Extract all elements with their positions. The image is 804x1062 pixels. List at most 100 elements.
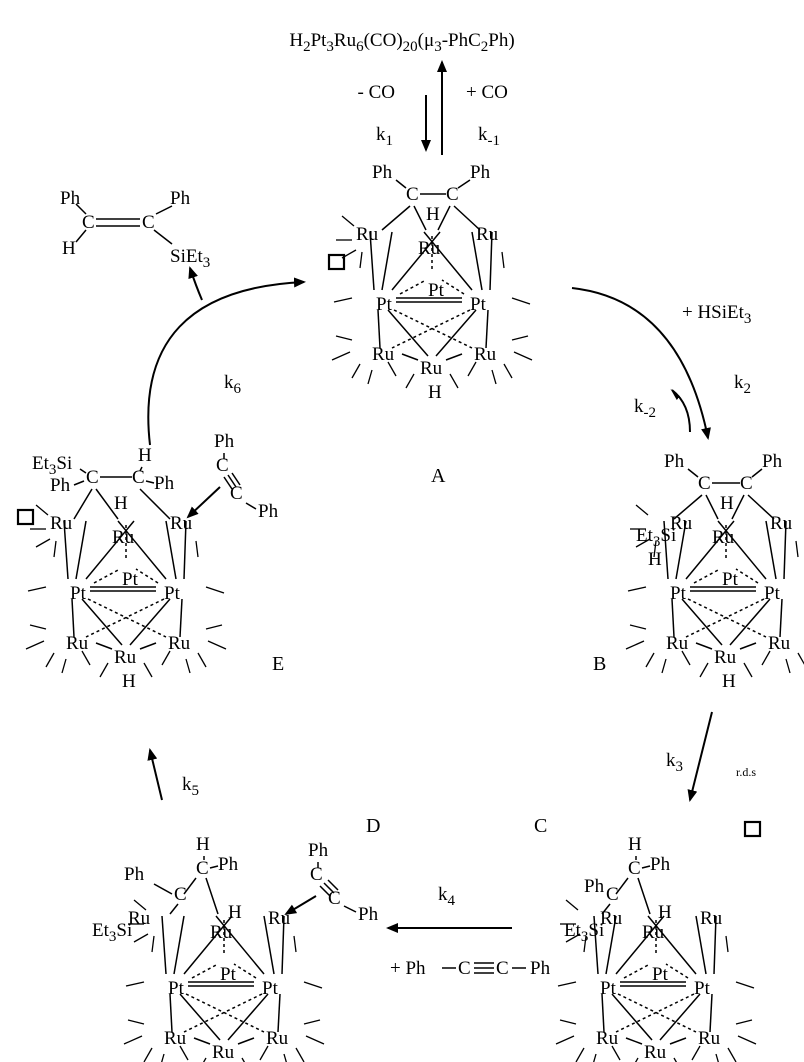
svg-text:C: C <box>132 467 145 488</box>
vacant-site-A <box>327 253 346 271</box>
cluster-B: Ph Ph C C H Et3Si Ru Ru Ru H Pt Pt Pt Ru… <box>625 451 804 692</box>
svg-text:Ru: Ru <box>128 908 151 929</box>
cluster-C: H Ph C Ph C H Et3Si Ru Ru Ru Pt Pt Pt Ru… <box>555 834 757 1062</box>
svg-text:Pt: Pt <box>428 280 445 301</box>
svg-text:C: C <box>328 888 341 909</box>
vinylsilane-product: Ph Ph C C H SiEt3 <box>60 188 210 271</box>
svg-text:C: C <box>310 864 323 885</box>
svg-text:H2Pt3Ru6(CO)20(μ3-PhC2Ph): H2Pt3Ru6(CO)20(μ3-PhC2Ph) <box>289 30 514 55</box>
svg-text:Ph: Ph <box>60 188 81 209</box>
svg-text:Ru: Ru <box>210 922 233 943</box>
arrow-D-to-E <box>147 748 163 801</box>
k5-label: k5 <box>182 774 199 799</box>
arrow-A-to-B <box>571 287 711 440</box>
svg-text:H: H <box>720 493 734 514</box>
label-C: C <box>534 815 547 837</box>
svg-text:Ph: Ph <box>124 864 145 885</box>
k3-label: k3 <box>666 750 683 775</box>
svg-text:Ph: Ph <box>214 431 235 452</box>
svg-text:Pt: Pt <box>694 978 711 999</box>
svg-text:Pt: Pt <box>376 294 393 315</box>
svg-text:H: H <box>114 493 128 514</box>
top-formula: H2Pt3Ru6(CO)20(μ3-PhC2Ph) <box>289 30 514 55</box>
k4-label: k4 <box>438 884 456 909</box>
svg-text:Pt: Pt <box>600 978 617 999</box>
svg-text:Ph: Ph <box>664 451 685 472</box>
cluster-A: Ph Ph C C H Ru Ru Ru Pt Pt Pt Ru Ru Ru H <box>331 162 533 403</box>
svg-text:H: H <box>122 671 136 692</box>
svg-text:C: C <box>406 184 419 205</box>
k6-label: k6 <box>224 372 242 397</box>
label-D: D <box>366 815 380 837</box>
svg-text:Ru: Ru <box>164 1028 187 1049</box>
svg-text:Ru: Ru <box>698 1028 721 1049</box>
svg-text:C: C <box>606 884 619 905</box>
svg-text:Pt: Pt <box>470 294 487 315</box>
svg-text:C: C <box>496 958 509 979</box>
svg-text:Ru: Ru <box>600 908 623 929</box>
k1-label: k1 <box>376 124 393 149</box>
svg-text:Ru: Ru <box>712 527 735 548</box>
plus-hsiet3-label: + HSiEt3 <box>682 302 751 327</box>
arrow-B-to-A-reverse <box>670 388 691 433</box>
svg-text:C: C <box>196 858 209 879</box>
svg-text:SiEt3: SiEt3 <box>170 246 210 271</box>
svg-text:Ru: Ru <box>212 1042 235 1062</box>
svg-text:Pt: Pt <box>168 978 185 999</box>
svg-text:Ph: Ph <box>762 451 783 472</box>
svg-text:C: C <box>628 858 641 879</box>
svg-text:H: H <box>228 902 242 923</box>
svg-text:Ru: Ru <box>714 647 737 668</box>
km2-label: k-2 <box>634 396 656 421</box>
svg-text:C: C <box>230 483 243 504</box>
svg-text:Ru: Ru <box>268 908 291 929</box>
svg-text:Ph: Ph <box>358 904 379 925</box>
svg-text:Ru: Ru <box>768 633 791 654</box>
svg-text:Ru: Ru <box>644 1042 667 1062</box>
svg-text:C: C <box>142 212 155 233</box>
svg-text:Pt: Pt <box>262 978 279 999</box>
svg-text:Ru: Ru <box>266 1028 289 1049</box>
svg-text:C: C <box>740 473 753 494</box>
svg-text:Ru: Ru <box>112 527 135 548</box>
svg-text:Ph: Ph <box>50 475 71 496</box>
svg-text:H: H <box>428 382 442 403</box>
svg-text:Ru: Ru <box>670 513 693 534</box>
svg-text:Ph: Ph <box>650 854 671 875</box>
svg-text:Ru: Ru <box>666 633 689 654</box>
svg-text:H: H <box>658 902 672 923</box>
svg-text:Ru: Ru <box>474 344 497 365</box>
svg-text:Ph: Ph <box>470 162 491 183</box>
product-release-arrow <box>188 266 203 301</box>
svg-text:Ph: Ph <box>258 501 279 522</box>
svg-text:Et3Si: Et3Si <box>32 453 72 478</box>
svg-text:Ph: Ph <box>218 854 239 875</box>
svg-text:Ru: Ru <box>66 633 89 654</box>
svg-text:H: H <box>196 834 210 855</box>
svg-text:Pt: Pt <box>70 583 87 604</box>
arrow-B-to-C <box>687 711 713 802</box>
svg-text:Pt: Pt <box>122 569 139 590</box>
svg-text:H: H <box>138 445 152 466</box>
plus-co-label: + CO <box>466 82 508 103</box>
svg-text:Ru: Ru <box>596 1028 619 1049</box>
svg-text:+ Ph: + Ph <box>390 958 426 979</box>
svg-text:H: H <box>628 834 642 855</box>
arrow-E-to-A <box>147 277 306 446</box>
svg-text:Et3Si: Et3Si <box>636 525 676 550</box>
svg-text:Et3Si: Et3Si <box>92 920 132 945</box>
svg-text:Ph: Ph <box>170 188 191 209</box>
svg-text:Ru: Ru <box>420 358 443 379</box>
km1-label: k-1 <box>478 124 500 149</box>
minus-co-label: - CO <box>358 82 395 103</box>
svg-text:Et3Si: Et3Si <box>564 920 604 945</box>
svg-text:H: H <box>426 204 440 225</box>
svg-text:Pt: Pt <box>220 964 237 985</box>
svg-text:Pt: Pt <box>670 583 687 604</box>
svg-text:Ru: Ru <box>770 513 793 534</box>
svg-text:Ru: Ru <box>114 647 137 668</box>
svg-text:Ru: Ru <box>700 908 723 929</box>
svg-text:C: C <box>86 467 99 488</box>
svg-text:Ru: Ru <box>372 344 395 365</box>
